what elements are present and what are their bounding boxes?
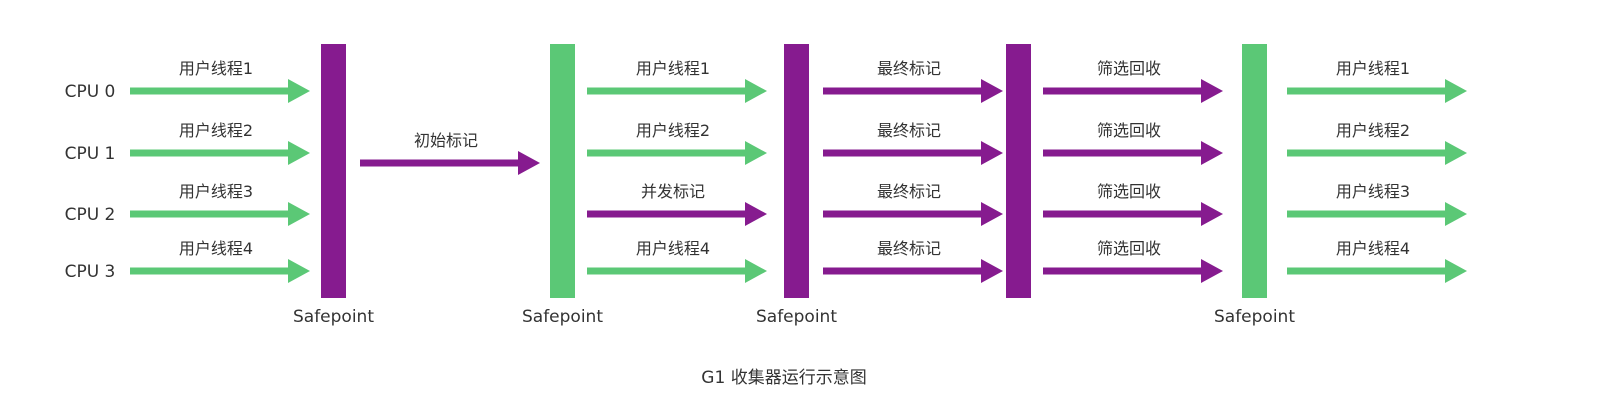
safepoint-label: Safepoint (1214, 307, 1295, 327)
safepoint-bar (1242, 44, 1267, 298)
safepoint-label: Safepoint (756, 307, 837, 327)
arrow-label: 用户线程4 (179, 239, 253, 258)
thread-arrow: 最终标记 (823, 121, 1003, 165)
thread-arrows: 用户线程1用户线程2用户线程3用户线程4初始标记用户线程1用户线程2并发标记用户… (130, 59, 1467, 283)
arrowhead-icon (1201, 141, 1223, 165)
safepoint-bar (550, 44, 575, 298)
safepoint-bar (321, 44, 346, 298)
arrowhead-icon (981, 202, 1003, 226)
arrowhead-icon (288, 202, 310, 226)
thread-arrow: 筛选回收 (1043, 182, 1223, 226)
thread-arrow: 最终标记 (823, 239, 1003, 283)
cpu-label: CPU 1 (65, 144, 116, 164)
arrowhead-icon (745, 141, 767, 165)
cpu-label: CPU 3 (65, 262, 116, 282)
arrow-label: 用户线程4 (636, 239, 710, 258)
thread-arrow: 用户线程3 (1287, 182, 1467, 226)
arrow-label: 用户线程2 (636, 121, 710, 140)
arrowhead-icon (981, 259, 1003, 283)
arrow-label: 筛选回收 (1097, 59, 1161, 78)
arrowhead-icon (518, 151, 540, 175)
arrowhead-icon (1445, 259, 1467, 283)
safepoint-bar (1006, 44, 1031, 298)
arrowhead-icon (1201, 259, 1223, 283)
thread-arrow: 筛选回收 (1043, 59, 1223, 103)
arrowhead-icon (288, 141, 310, 165)
arrow-label: 筛选回收 (1097, 182, 1161, 201)
thread-arrow: 筛选回收 (1043, 239, 1223, 283)
arrowhead-icon (981, 141, 1003, 165)
thread-arrow: 用户线程2 (130, 121, 310, 165)
arrowhead-icon (745, 79, 767, 103)
arrow-label: 用户线程3 (179, 182, 253, 201)
arrowhead-icon (745, 202, 767, 226)
arrowhead-icon (1445, 141, 1467, 165)
thread-arrow: 用户线程4 (130, 239, 310, 283)
arrowhead-icon (981, 79, 1003, 103)
thread-arrow: 筛选回收 (1043, 121, 1223, 165)
thread-arrow: 最终标记 (823, 59, 1003, 103)
arrow-label: 最终标记 (877, 239, 941, 258)
arrowhead-icon (1445, 202, 1467, 226)
cpu-label: CPU 2 (65, 205, 116, 225)
arrow-label: 最终标记 (877, 59, 941, 78)
thread-arrow: 最终标记 (823, 182, 1003, 226)
thread-arrow: 用户线程2 (1287, 121, 1467, 165)
arrow-label: 筛选回收 (1097, 121, 1161, 140)
thread-arrow: 用户线程4 (1287, 239, 1467, 283)
thread-arrow: 用户线程3 (130, 182, 310, 226)
thread-arrow: 用户线程1 (130, 59, 310, 103)
arrowhead-icon (288, 79, 310, 103)
arrowhead-icon (1201, 202, 1223, 226)
arrowhead-icon (1445, 79, 1467, 103)
thread-arrow: 并发标记 (587, 182, 767, 226)
arrow-label: 用户线程4 (1336, 239, 1410, 258)
thread-arrow: 用户线程2 (587, 121, 767, 165)
arrow-label: 用户线程1 (179, 59, 253, 78)
thread-arrow: 初始标记 (360, 131, 540, 175)
arrow-label: 并发标记 (641, 182, 705, 201)
arrowhead-icon (1201, 79, 1223, 103)
arrow-label: 初始标记 (414, 131, 478, 150)
arrow-label: 最终标记 (877, 121, 941, 140)
cpu-labels: CPU 0 CPU 1 CPU 2 CPU 3 (65, 82, 116, 282)
thread-arrow: 用户线程4 (587, 239, 767, 283)
thread-arrow: 用户线程1 (1287, 59, 1467, 103)
arrow-label: 筛选回收 (1097, 239, 1161, 258)
safepoint-bar (784, 44, 809, 298)
diagram-caption: G1 收集器运行示意图 (701, 368, 866, 388)
arrow-label: 用户线程1 (1336, 59, 1410, 78)
safepoint-barriers: Safepoint Safepoint Safepoint Safepoint (293, 44, 1295, 327)
arrow-label: 最终标记 (877, 182, 941, 201)
arrow-label: 用户线程2 (1336, 121, 1410, 140)
cpu-label: CPU 0 (65, 82, 116, 102)
arrow-label: 用户线程1 (636, 59, 710, 78)
safepoint-label: Safepoint (522, 307, 603, 327)
arrowhead-icon (288, 259, 310, 283)
arrow-label: 用户线程2 (179, 121, 253, 140)
arrowhead-icon (745, 259, 767, 283)
thread-arrow: 用户线程1 (587, 59, 767, 103)
safepoint-label: Safepoint (293, 307, 374, 327)
arrow-label: 用户线程3 (1336, 182, 1410, 201)
